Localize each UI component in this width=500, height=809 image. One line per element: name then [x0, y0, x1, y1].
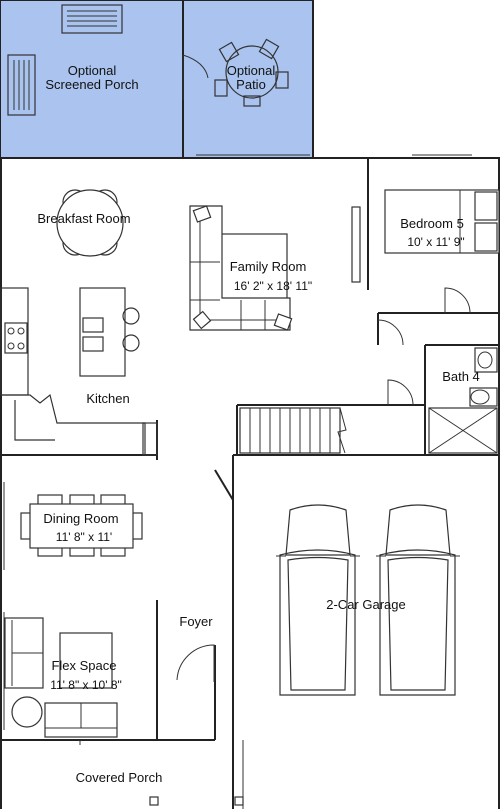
- porch-bench-left: [7, 54, 36, 116]
- covered-porch-label: Covered Porch: [76, 770, 163, 785]
- flex-dims: 11' 8" x 10' 8": [50, 678, 122, 692]
- bedroom5-dims: 10' x 11' 9": [407, 235, 464, 249]
- patio-label-2: Patio: [236, 77, 266, 92]
- kitchen-fixtures: [0, 287, 158, 456]
- garage-label: 2-Car Garage: [326, 597, 405, 612]
- flex-label: Flex Space: [51, 658, 116, 673]
- bedroom5-label: Bedroom 5: [400, 216, 464, 231]
- screened-porch-label-2: Screened Porch: [45, 77, 138, 92]
- garage-car-left: [276, 504, 360, 696]
- family-label: Family Room: [230, 259, 307, 274]
- bath-fixtures: [428, 347, 498, 454]
- kitchen-label: Kitchen: [86, 391, 129, 406]
- garage-car-right: [376, 504, 460, 696]
- bedroom-door[interactable]: [444, 287, 471, 314]
- hall-door[interactable]: [377, 319, 404, 346]
- patio-label-1: Optional: [227, 63, 276, 78]
- family-sectional: [189, 205, 293, 331]
- house-walls: [0, 154, 500, 809]
- breakfast-table: [56, 189, 124, 257]
- bath4-label: Bath 4: [442, 369, 480, 384]
- stairs: [239, 407, 347, 454]
- porch-door[interactable]: [182, 54, 209, 100]
- screened-porch-label-1: Optional: [68, 63, 117, 78]
- patio-area: [182, 0, 314, 159]
- dining-table: [20, 494, 143, 557]
- bedroom-bed: [384, 189, 500, 254]
- foyer-label: Foyer: [179, 614, 213, 629]
- breakfast-label: Breakfast Room: [37, 211, 130, 226]
- porch-bench-top: [61, 4, 123, 34]
- flex-furniture: [4, 617, 118, 738]
- front-door[interactable]: [176, 644, 215, 682]
- family-dims: 16' 2" x 18' 11": [234, 279, 312, 293]
- room-labels: Optional Screened Porch Optional Patio B…: [37, 63, 479, 785]
- dining-label: Dining Room: [43, 511, 118, 526]
- bath-door[interactable]: [387, 379, 414, 406]
- patio-table: [214, 38, 289, 107]
- dining-dims: 11' 8" x 11': [56, 530, 112, 544]
